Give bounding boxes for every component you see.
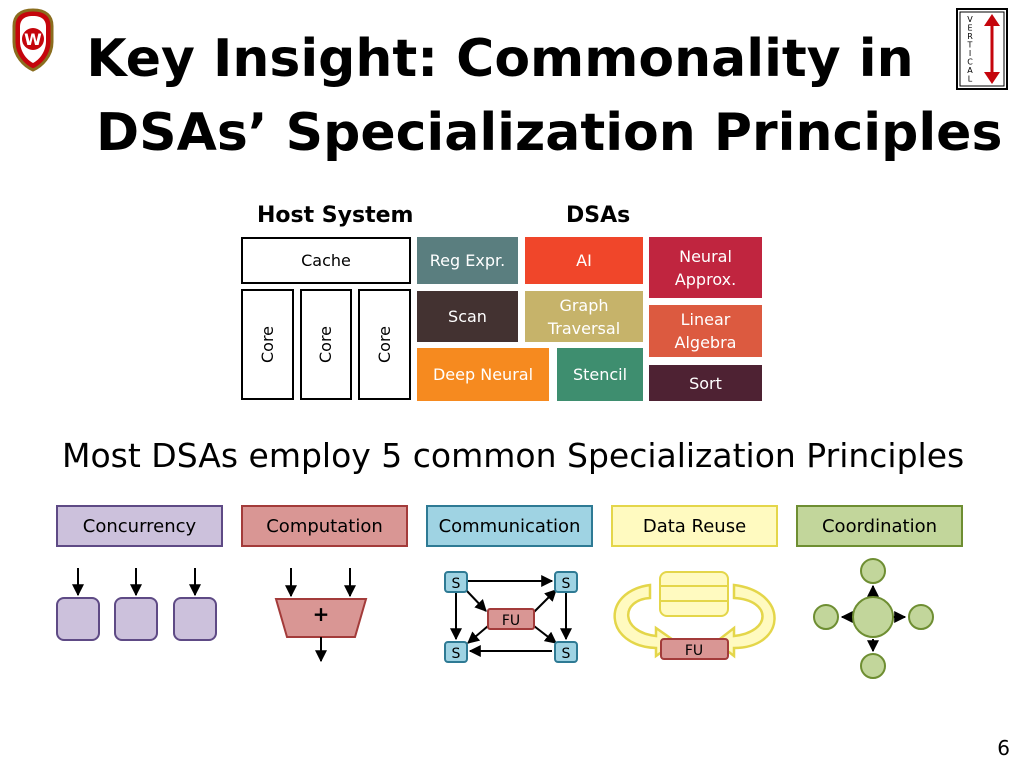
cache-box: Cache [241, 237, 411, 284]
concurrency-unit [56, 597, 100, 641]
dsa-box-deep-neural: Deep Neural [417, 348, 549, 401]
switch-label: S [452, 576, 461, 592]
uw-crest-logo: W [10, 8, 56, 72]
concurrency-unit [114, 597, 158, 641]
switch-label: S [562, 576, 571, 592]
vertical-logo-letter: R [967, 32, 973, 41]
vertical-logo-letter: V [967, 15, 973, 24]
coordination-icon [813, 558, 934, 679]
page-number: 6 [997, 736, 1010, 760]
title-line-2: DSAs’ Specialization Principles [96, 103, 1003, 163]
dsas-heading: DSAs [566, 203, 631, 228]
principle-label: Communication [438, 515, 581, 537]
principle-label: Data Reuse [642, 515, 747, 537]
dsa-label: Sort [689, 373, 722, 393]
concurrency-icon [56, 568, 217, 641]
title-line-1: Key Insight: Commonality in [86, 29, 914, 89]
core-box-2: Core [300, 289, 352, 400]
vertical-logo-letter: A [967, 66, 973, 75]
core-label: Core [316, 325, 336, 364]
dsa-box-scan: Scan [417, 291, 518, 342]
principle-label: Computation [266, 515, 383, 537]
dsa-label: Stencil [572, 365, 628, 384]
dsa-box-reg-expr: Reg Expr. [417, 237, 518, 284]
vertical-logo-letter: L [968, 75, 973, 84]
vertical-logo-letter: I [969, 49, 971, 58]
dsa-label: Neural Approx. [674, 246, 737, 289]
data-reuse-icon: FU [613, 571, 776, 660]
dsa-label: Scan [448, 307, 487, 326]
core-label: Core [375, 325, 394, 364]
dsa-label: Deep Neural [432, 365, 534, 384]
principle-communication: Communication [426, 505, 593, 547]
core-label: Core [258, 325, 277, 364]
communication-icon: S S S S FU [444, 571, 578, 663]
dsa-label: AI [576, 251, 592, 270]
principle-concurrency: Concurrency [56, 505, 223, 547]
dsa-box-linear-algebra: Linear Algebra [649, 305, 762, 357]
vertical-logo-letter: E [967, 24, 972, 33]
principle-coordination: Coordination [796, 505, 963, 547]
principle-data-reuse: Data Reuse [611, 505, 778, 547]
dsa-box-stencil: Stencil [557, 348, 643, 401]
dsa-label: Graph Traversal [547, 295, 621, 338]
fu-label: FU [685, 643, 703, 659]
crest-letter: W [24, 30, 42, 49]
core-box-3: Core [358, 289, 411, 400]
vertical-logo-letter: T [967, 41, 973, 50]
principle-icons: + S S S S FU FU [56, 558, 934, 679]
principles-subtitle: Most DSAs employ 5 common Specialization… [62, 436, 965, 475]
core-box-1: Core [241, 289, 294, 400]
switch-label: S [562, 646, 571, 662]
dsa-box-neural-approx: Neural Approx. [649, 237, 762, 298]
principle-label: Concurrency [82, 515, 197, 537]
vertical-logo-letter: C [967, 58, 973, 67]
dsa-box-sort: Sort [649, 365, 762, 401]
principle-label: Coordination [821, 515, 938, 537]
dsa-box-graph-traversal: Graph Traversal [525, 291, 643, 342]
dsa-label: Linear Algebra [674, 310, 737, 352]
crest-icon: W [12, 8, 54, 72]
principle-computation: Computation [241, 505, 408, 547]
dsa-label: Reg Expr. [429, 251, 506, 270]
concurrency-unit [173, 597, 217, 641]
computation-icon: + [274, 568, 368, 663]
switch-label: S [452, 646, 461, 662]
dsa-box-ai: AI [525, 237, 643, 284]
fu-label: FU [502, 613, 520, 629]
cache-label: Cache [301, 251, 351, 270]
slide-title: Key Insight: Commonality in DSAs’ Specia… [60, 22, 1003, 170]
plus-symbol: + [313, 602, 330, 626]
host-system-heading: Host System [257, 203, 414, 228]
